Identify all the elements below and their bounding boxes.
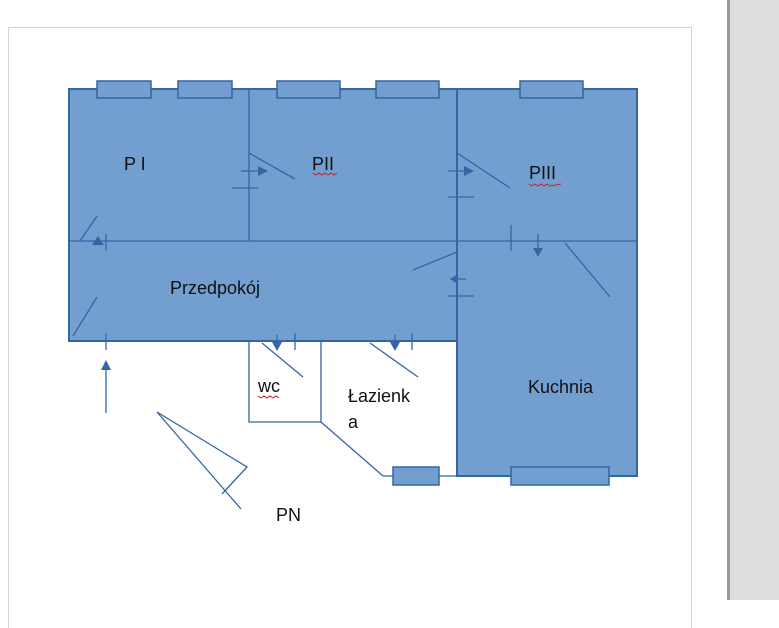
room-label-bathroom-2: a [348, 412, 359, 432]
window [510, 466, 610, 486]
side-panel [727, 0, 779, 600]
room-label-kitchen: Kuchnia [528, 377, 594, 397]
arrow-icon [533, 248, 543, 257]
window [519, 80, 584, 99]
window [177, 80, 233, 99]
floor-plan-drawing: P I PII PIII Przedpokój wc Łazienk a Kuc… [68, 80, 638, 525]
window [392, 466, 440, 486]
room-label-p2: PII [312, 154, 334, 174]
spellcheck-underline [257, 172, 562, 399]
arrow-icon [92, 236, 104, 245]
main-block [68, 88, 458, 342]
arrow-icon [390, 342, 400, 351]
arrow-icon [450, 274, 458, 284]
arrow-icon [258, 166, 268, 176]
arrow-icon [272, 342, 282, 351]
window [96, 80, 152, 99]
arrow-icon [101, 360, 111, 370]
room-label-p3: PIII [529, 163, 556, 183]
label-pn: PN [276, 505, 301, 525]
room-label-hall: Przedpokój [170, 278, 260, 298]
room-piii-kuchnia-block [456, 88, 638, 477]
window [375, 80, 440, 99]
room-label-wc: wc [257, 376, 280, 396]
room-label-bathroom-1: Łazienk [348, 386, 411, 406]
room-label-p1: P I [124, 154, 146, 174]
window [276, 80, 341, 99]
arrow-icon [464, 166, 474, 176]
